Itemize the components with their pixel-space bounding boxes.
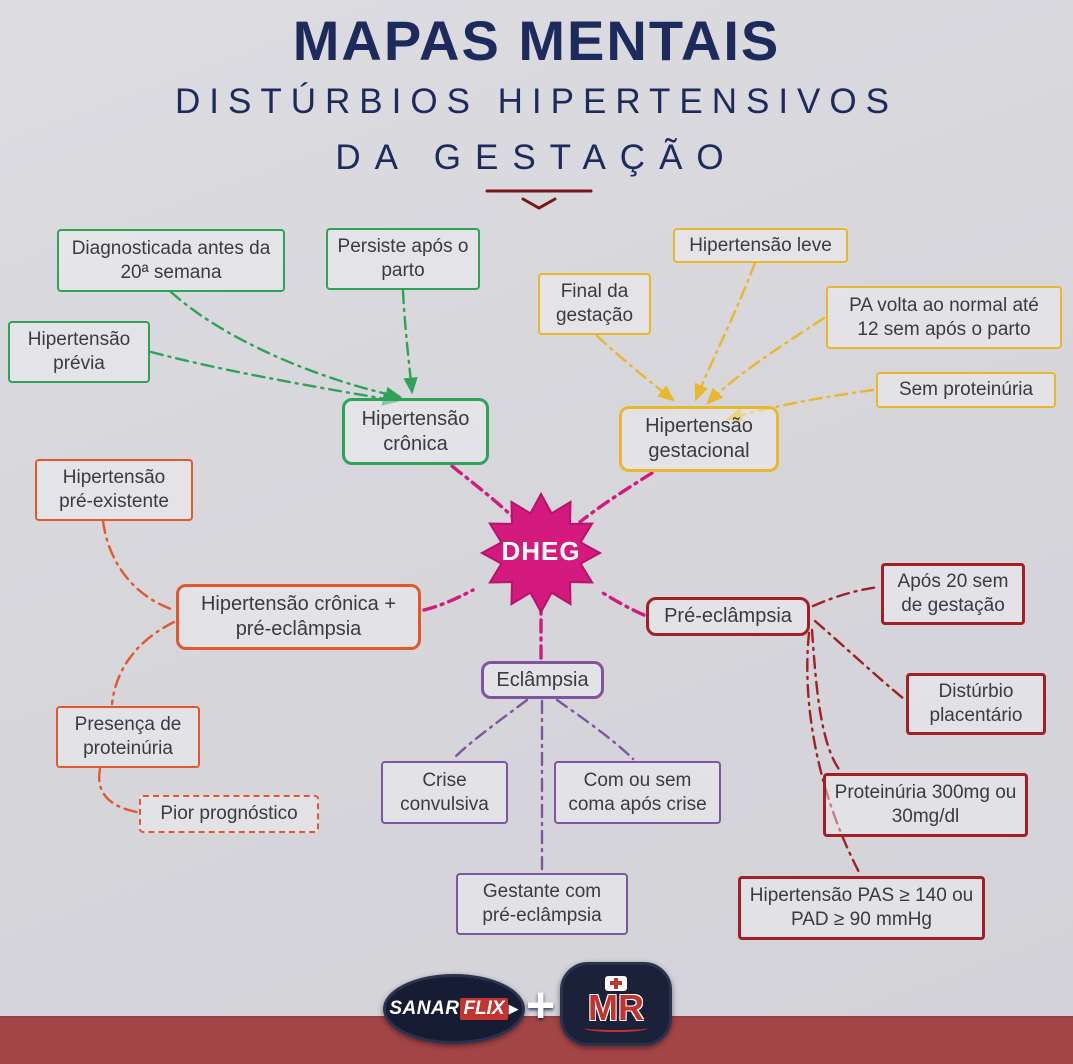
node-label: Diagnosticada antes da 20ª semana [71,237,271,283]
node-label: Hipertensão pré-existente [59,467,169,512]
node-pre-existente: Hipertensão pré-existente [35,459,193,521]
dheg-starburst [479,491,603,615]
node-pas-140: Hipertensão PAS ≥ 140 ou PAD ≥ 90 mmHg [738,876,985,940]
node-label: Proteinúria 300mg ou 30mg/dl [834,782,1017,827]
node-label: Sem proteinúria [898,379,1034,401]
node-label: Crise convulsiva [400,769,489,815]
node-label: Com ou sem coma após crise [568,769,707,815]
node-label: Hipertensão crônica + pré-eclâmpsia [200,593,397,640]
sanarflix-logo-flix: FLIX [460,998,508,1020]
edge-leve-gestacional [694,261,757,402]
play-icon: ▶ [508,1001,519,1016]
edge-final-gestacional [595,334,675,402]
node-diagnosticada: Diagnosticada antes da 20ª semana [57,229,285,292]
node-gestante-pre-eclampsia: Gestante com pré-eclâmpsia [456,873,628,935]
node-hipertensao-gestacional: Hipertensão gestacional [619,406,779,472]
node-crise-convulsiva: Crise convulsiva [381,761,508,824]
node-pa-volta-normal: PA volta ao normal até 12 sem após o par… [826,286,1062,349]
node-label: Após 20 sem de gestação [897,571,1009,616]
edge-semproteinuria-gestacional [725,388,875,422]
node-label: Gestante com pré-eclâmpsia [482,881,602,926]
node-label: Hipertensão PAS ≥ 140 ou PAD ≥ 90 mmHg [749,885,974,930]
edge-preeclampsia-proteinuria [810,628,843,774]
node-apos-20-sem: Após 20 sem de gestação [881,563,1025,625]
medkit-icon [605,975,627,991]
edge-cronicape-presenca [110,620,176,706]
edge-preeclampsia-disturbio [813,619,906,701]
title-underline-chevron [521,197,557,210]
node-presenca-proteinuria: Presença de proteinúria [56,706,200,768]
mr-logo-squiggle [584,1024,648,1033]
node-label: Pior prognóstico [160,803,298,825]
node-cronica-mais-pre-eclampsia: Hipertensão crônica + pré-eclâmpsia [176,584,421,650]
node-label: Hipertensão gestacional [645,415,753,462]
node-disturbio-placentario: Distúrbio placentário [906,673,1046,735]
node-label: Pré-eclâmpsia [664,605,792,627]
page-subtitle-line1: DISTÚRBIOS HIPERTENSIVOS [175,82,898,121]
edge-preexistente-cronicape [101,519,176,612]
plus-sign: + [526,977,556,1033]
node-persiste: Persiste após o parto [326,228,480,290]
center-node-dheg: DHEG [501,536,581,566]
edge-previa-cronica [149,350,400,406]
mr-logo: MR [560,962,672,1046]
node-pre-eclampsia: Pré-eclâmpsia [646,597,810,636]
page-title: MAPAS MENTAIS [292,9,781,72]
node-sem-proteinuria: Sem proteinúria [876,372,1056,408]
edge-gestacional-dheg [578,471,654,524]
footer-band [0,1016,1073,1064]
edge-preeclampsia-apos20 [811,585,881,608]
edge-pavolta-gestacional [706,316,826,405]
edge-cronica-dheg [450,464,519,523]
edge-preeclampsia-dheg [601,591,646,617]
node-hipertensao-cronica: Hipertensão crônica [342,398,489,465]
node-label: Eclâmpsia [496,668,589,691]
node-label: Hipertensão prévia [27,329,131,374]
node-coma-apos-crise: Com ou sem coma após crise [554,761,721,824]
edge-cronicape-dheg [422,588,475,612]
node-label: Persiste após o parto [337,236,469,281]
edge-preeclampsia-pas140 [806,631,862,876]
page-subtitle-line2: DA GESTAÇÃO [335,138,738,177]
node-label: Hipertensão crônica [361,407,470,455]
sanarflix-logo-text: SANAR [389,998,460,1019]
node-label: Distúrbio placentário [929,681,1023,726]
node-previa: Hipertensão prévia [8,321,150,383]
node-label: PA volta ao normal até 12 sem após o par… [849,294,1039,340]
node-label: Hipertensão leve [689,234,832,256]
edge-presenca-pior [97,767,139,814]
node-pior-prognostico: Pior prognóstico [139,795,319,833]
mr-logo-text: MR [588,986,644,1028]
node-hipertensao-leve: Hipertensão leve [673,228,848,263]
node-proteinuria-300: Proteinúria 300mg ou 30mg/dl [823,773,1028,837]
node-label: Presença de proteinúria [74,714,182,759]
edge-eclampsia-crise [451,698,529,761]
node-eclampsia: Eclâmpsia [481,661,604,699]
edge-diagnosticada-cronica [169,290,403,402]
edge-persiste-cronica [401,289,418,395]
node-final-gestacao: Final da gestação [538,273,651,335]
node-label: Final da gestação [555,281,634,326]
edge-eclampsia-coma [555,698,635,761]
